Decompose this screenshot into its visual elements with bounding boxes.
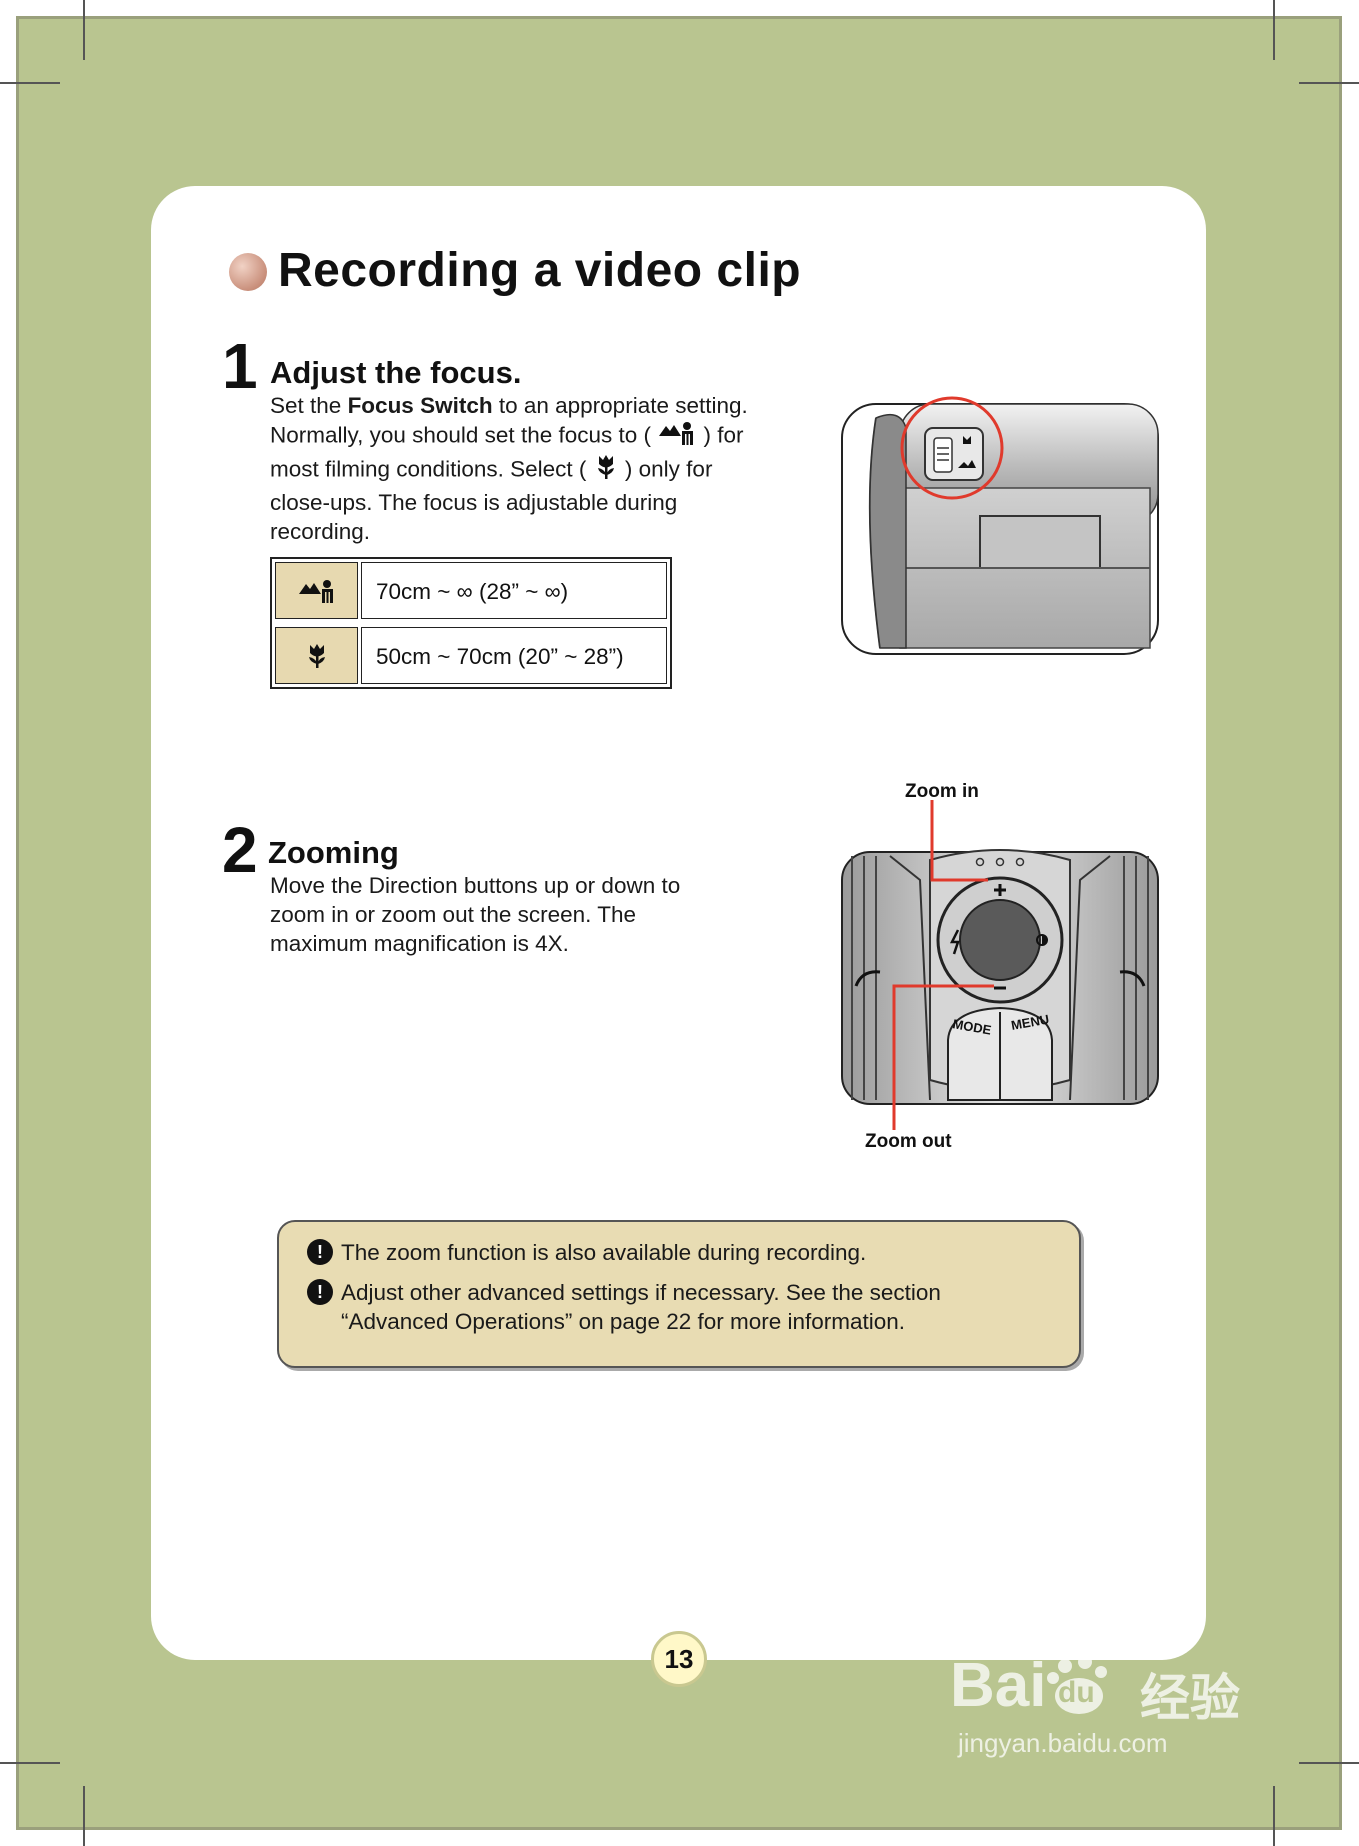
step1-text: Set the xyxy=(270,393,348,418)
watermark-cn: 经验 xyxy=(1140,1670,1240,1726)
crop-mark xyxy=(0,1762,60,1764)
step1-text: to an appropriate setting. Normally, you… xyxy=(270,393,748,448)
note-box: ! The zoom function is also available du… xyxy=(277,1220,1081,1368)
notice-icon: ! xyxy=(307,1279,333,1305)
watermark: Bai du 经验 jingyan.baidu.com xyxy=(940,1630,1280,1760)
crop-mark xyxy=(1273,1786,1275,1846)
title-bullet-icon xyxy=(229,253,267,291)
menu-button-label: MENU xyxy=(1010,1012,1050,1033)
step1-text: ) for most filming conditions. Select ( xyxy=(270,422,744,482)
mode-button-label: MODE xyxy=(951,1016,992,1038)
focus-range-value: 50cm ~ 70cm (20” ~ 28”) xyxy=(361,627,667,684)
notice-icon: ! xyxy=(307,1239,333,1265)
note-item: The zoom function is also available duri… xyxy=(341,1240,867,1265)
step2-heading: Zooming xyxy=(268,835,399,870)
landscape-icon xyxy=(275,562,358,619)
zoom-out-label: Zoom out xyxy=(865,1131,952,1152)
landscape-icon xyxy=(657,420,697,453)
macro-flower-icon xyxy=(275,627,358,684)
crop-mark xyxy=(0,82,60,84)
paw-icon xyxy=(1045,1655,1115,1716)
page-number: 13 xyxy=(651,1631,707,1687)
watermark-brand2: du xyxy=(1058,1676,1095,1709)
crop-mark xyxy=(1299,82,1359,84)
camera-focus-switch-illustration xyxy=(840,388,1160,658)
step1-paragraph: Set the Focus Switch to an appropriate s… xyxy=(270,391,760,546)
step1-text: ) only for close-ups. The focus is adjus… xyxy=(270,456,713,544)
macro-flower-icon xyxy=(593,453,619,488)
watermark-brand: Bai xyxy=(950,1651,1047,1720)
step2-number: 2 xyxy=(222,814,258,886)
note-item: Adjust other advanced settings if necess… xyxy=(341,1280,941,1334)
table-row: 70cm ~ ∞ (28” ~ ∞) xyxy=(272,559,670,622)
crop-mark xyxy=(1273,0,1275,60)
table-row: 50cm ~ 70cm (20” ~ 28”) xyxy=(272,624,670,687)
crop-mark xyxy=(1299,1762,1359,1764)
zoom-in-label: Zoom in xyxy=(905,781,979,802)
watermark-url: jingyan.baidu.com xyxy=(958,1728,1168,1758)
crop-mark xyxy=(83,0,85,60)
camera-zoom-illustration: MODE MENU xyxy=(840,800,1160,1130)
step1-number: 1 xyxy=(222,330,258,402)
focus-range-value: 70cm ~ ∞ (28” ~ ∞) xyxy=(361,562,667,619)
focus-range-table: 70cm ~ ∞ (28” ~ ∞) 50cm ~ 70cm (20” ~ 28… xyxy=(270,557,672,689)
focus-switch-term: Focus Switch xyxy=(347,393,493,418)
step1-heading: Adjust the focus. xyxy=(270,355,522,390)
crop-mark xyxy=(83,1786,85,1846)
page-title: Recording a video clip xyxy=(278,244,802,297)
step2-paragraph: Move the Direction buttons up or down to… xyxy=(270,873,681,956)
